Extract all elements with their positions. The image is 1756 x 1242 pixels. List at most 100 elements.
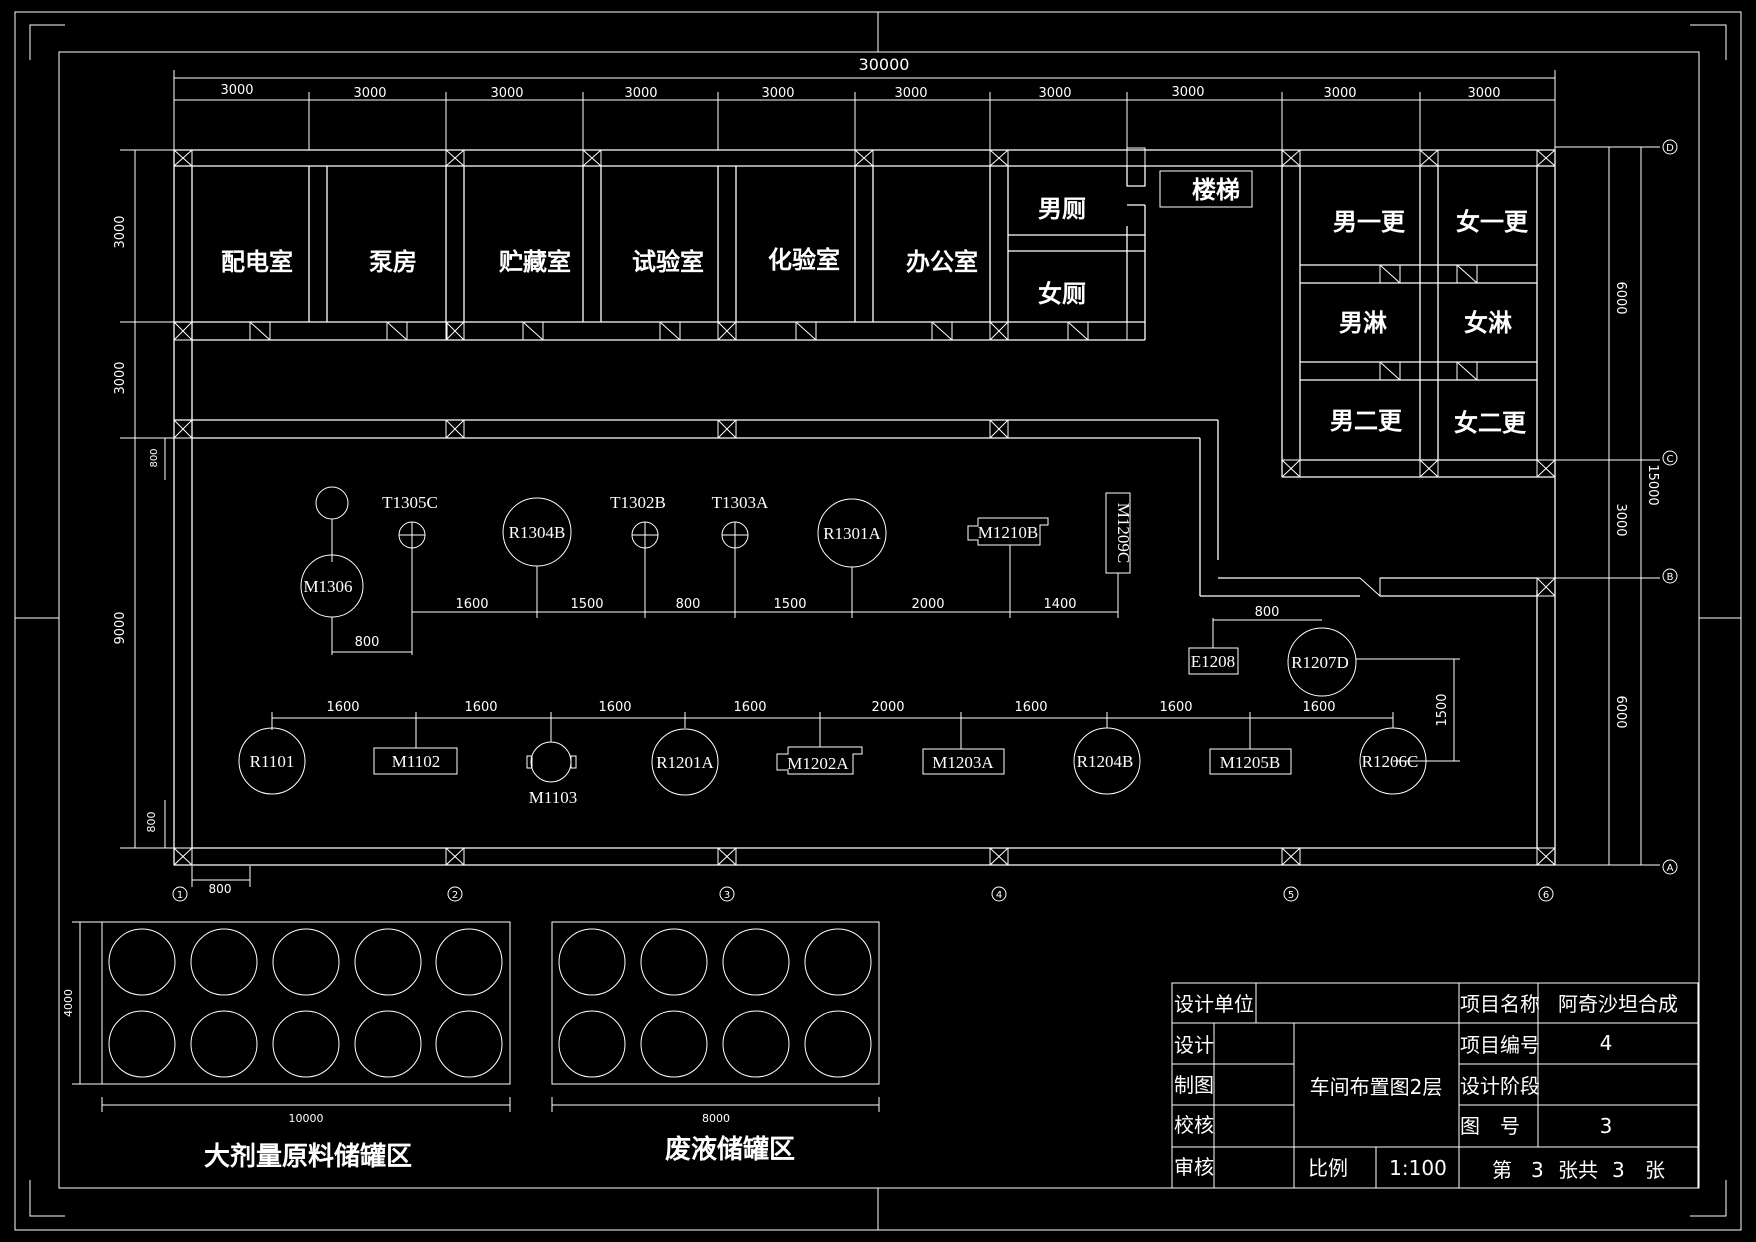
mid-dim-1500: 1500: [1435, 693, 1450, 726]
mid-dim-800: 800: [1255, 605, 1280, 620]
tb-project-no: 4: [1600, 1031, 1613, 1055]
room-male-change-2: 男二更: [1330, 407, 1403, 435]
equip-r1101: R1101: [250, 752, 295, 771]
tb-drawing: 制图: [1174, 1073, 1214, 1097]
room-male-change-1: 男一更: [1333, 208, 1406, 236]
room-chem-lab: 化验室: [768, 246, 840, 274]
axis-row-d: D: [1666, 143, 1674, 154]
tb-project-name-label: 项目名称: [1460, 992, 1540, 1016]
top-dim-9: 3000: [1323, 86, 1356, 101]
equip-r1206c: R1206C: [1362, 752, 1419, 771]
room-labels: 配电室 泵房 贮藏室 试验室 化验室 办公室 男厕 女厕 楼梯 男一更 女一更 …: [221, 176, 1529, 437]
equip-m1209c: M1209C: [1114, 503, 1133, 563]
row1-dim-5: 1500: [773, 597, 806, 612]
top-dim-3: 3000: [490, 86, 523, 101]
tb-sheet-suffix: 张: [1645, 1158, 1665, 1182]
raw-area-label: 大剂量原料储罐区: [204, 1141, 412, 1172]
raw-area-height: 4000: [62, 989, 75, 1017]
right-dim-4: 6000: [1613, 695, 1628, 728]
tb-sheet-total: 3: [1612, 1158, 1625, 1182]
room-female-shower: 女淋: [1464, 309, 1512, 337]
right-dim-3: 3000: [1613, 503, 1628, 536]
right-dim-1: 6000: [1613, 281, 1628, 314]
tb-fig-no: 3: [1600, 1114, 1613, 1138]
left-dim-3: 800: [149, 448, 160, 467]
axis-col-6: 6: [1543, 890, 1549, 901]
row1-dim-1: 800: [355, 635, 380, 650]
top-dim-6: 3000: [894, 86, 927, 101]
equip-r1207d: R1207D: [1291, 653, 1349, 672]
equip-m1202a: M1202A: [787, 754, 849, 773]
room-office: 办公室: [906, 248, 978, 276]
row2-dim-2: 1600: [464, 700, 497, 715]
tb-scale-label: 比例: [1308, 1156, 1348, 1180]
room-female-change-2: 女二更: [1454, 409, 1527, 437]
top-dim-ticks: [173, 70, 1556, 150]
raw-material-tank-area: 10000 4000 大剂量原料储罐区: [62, 921, 511, 1172]
room-test-lab: 试验室: [632, 248, 704, 276]
row2-dim-5: 2000: [871, 700, 904, 715]
doors: [191, 147, 1538, 597]
axis-col-4: 4: [996, 890, 1002, 901]
row1-dim-2: 1600: [455, 597, 488, 612]
room-womens-toilet: 女厕: [1038, 280, 1086, 308]
tb-design-unit: 设计单位: [1174, 992, 1254, 1016]
drawing-frame: [14, 11, 1742, 1231]
axis-row-b: B: [1667, 572, 1674, 583]
left-dim-1: 3000: [113, 215, 128, 248]
room-pump-house: 泵房: [369, 248, 417, 276]
equip-m1103: M1103: [529, 788, 578, 807]
room-power-distribution: 配电室: [221, 248, 293, 276]
overall-dim-label: 30000: [859, 55, 910, 74]
top-dim-1: 3000: [220, 83, 253, 98]
equip-r1304b: R1304B: [509, 523, 566, 542]
row2-dim-4: 1600: [733, 700, 766, 715]
left-dimension-chain: 3000 3000 800 9000 800: [113, 149, 174, 849]
top-dim-4: 3000: [624, 86, 657, 101]
equip-m1102: M1102: [392, 752, 441, 771]
room-storage: 贮藏室: [498, 248, 571, 276]
top-dim-5: 3000: [761, 86, 794, 101]
waste-area-label: 废液储罐区: [665, 1134, 795, 1165]
title-block: 设计单位 项目名称 阿奇沙坦合成 设计 项目编号 4 制图 车间布置图2层 设计…: [1171, 982, 1699, 1189]
row2-dim-1: 1600: [326, 700, 359, 715]
row1-dim-3: 1500: [570, 597, 603, 612]
right-dimension-chain: 6000 15000 3000 6000: [1555, 146, 1660, 866]
tb-review: 审核: [1174, 1155, 1214, 1179]
tb-project-no-label: 项目编号: [1460, 1033, 1540, 1057]
row2-dim-6: 1600: [1014, 700, 1047, 715]
tb-sheet-prefix: 第: [1492, 1158, 1512, 1182]
right-dim-2: 15000: [1645, 464, 1660, 505]
overall-dimension: 30000: [174, 55, 1555, 101]
equipment-row-1: M1306 T1305C R1304B T1302B T1303A R1301A…: [300, 486, 1133, 655]
row1-dimensions: 800 1600 1500 800 1500 2000 1400: [355, 597, 1077, 650]
left-dim-5: 800: [145, 812, 158, 833]
tb-project-name: 阿奇沙坦合成: [1558, 992, 1678, 1016]
row1-dim-7: 1400: [1043, 597, 1076, 612]
top-dimension-chain: 3000 3000 3000 3000 3000 3000 3000 3000 …: [220, 83, 1500, 101]
room-mens-toilet: 男厕: [1038, 195, 1086, 223]
tb-check: 校核: [1174, 1113, 1214, 1137]
equip-r1301a: R1301A: [823, 524, 881, 543]
room-stairs: 楼梯: [1192, 176, 1240, 204]
equip-t1303a: T1303A: [712, 493, 769, 512]
row2-dim-8: 1600: [1302, 700, 1335, 715]
equip-t1302b: T1302B: [610, 493, 666, 512]
axis-col-1: 1: [177, 890, 183, 901]
equip-m1203a: M1203A: [932, 753, 994, 772]
top-dim-8: 3000: [1171, 85, 1204, 100]
axis-col-2: 2: [452, 890, 458, 901]
raw-area-width: 10000: [289, 1112, 324, 1125]
row1-dim-6: 2000: [911, 597, 944, 612]
corner-dim: 800: [209, 882, 232, 896]
tb-design: 设计: [1174, 1033, 1214, 1057]
axis-row-c: C: [1667, 454, 1674, 465]
waste-area-width: 8000: [702, 1112, 730, 1125]
equip-r1201a: R1201A: [656, 753, 714, 772]
left-dim-2: 3000: [113, 361, 128, 394]
axis-row-a: A: [1667, 863, 1674, 874]
tb-sheet-no: 3: [1531, 1158, 1544, 1182]
equip-m1205b: M1205B: [1220, 753, 1280, 772]
equip-t1305c: T1305C: [382, 493, 438, 512]
